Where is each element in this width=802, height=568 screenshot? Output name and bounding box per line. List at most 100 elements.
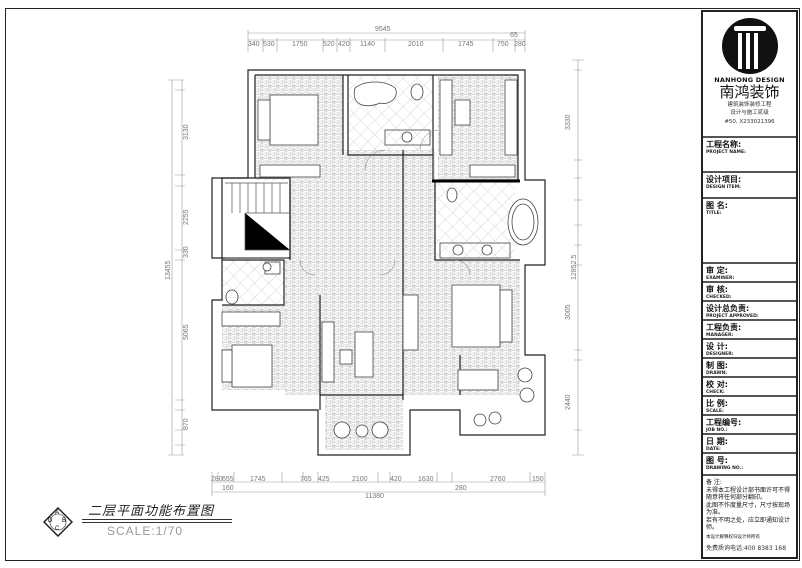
field-label: 制 图: [706,361,728,370]
bathtub-icon [353,81,397,107]
marker-d: D [48,518,53,524]
floor-plan: 9545 65 340 530 1750 520 420 1140 2010 1… [165,26,584,500]
field-scale: 比 例:SCALE: [703,397,796,416]
qualification: 设计与施工贰级 [730,110,769,116]
svg-text:750: 750 [497,41,509,48]
svg-text:65: 65 [510,32,518,39]
field-design-item: 设计项目:DESIGN ITEM: [703,173,796,199]
field-label: 审 核: [706,285,728,294]
field-label-en: JOB NO.: [706,428,728,433]
svg-text:3130: 3130 [183,124,190,140]
notes: 备 注: 未得本工程设计部书面许可不得随意将任何部分翻印。 此图不作度量尺寸，尺… [703,476,796,556]
field-checked: 审 核:CHECKED: [703,283,796,302]
field-manager: 工程负责:MANAGER: [703,321,796,340]
field-label: 工程名称: [706,140,742,149]
svg-text:11380: 11380 [365,493,384,500]
field-label-en: DESIGN ITEM: [706,185,741,190]
field-label-en: DRAWING NO.: [706,466,744,471]
field-label: 校 对: [706,380,728,389]
field-label: 图 号: [706,456,728,465]
bed-master-right [451,284,501,348]
field-check: 校 对:CHECK: [703,378,796,397]
svg-text:765: 765 [300,476,312,483]
license-number: #50, X233021396 [724,119,775,125]
svg-text:2010: 2010 [408,41,424,48]
svg-text:280: 280 [455,485,467,492]
field-label-en: DESIGNER: [706,352,734,357]
field-label: 工程编号: [706,418,742,427]
field-label-en: PROJECT APPROVED: [706,314,759,319]
svg-text:1630: 1630 [418,476,434,483]
svg-text:160: 160 [222,485,234,492]
field-label: 设 计: [706,342,728,351]
svg-text:3005: 3005 [565,304,572,320]
field-label-en: SCALE: [706,409,724,414]
drawing-scale: SCALE:1/70 [107,524,184,538]
field-date: 日 期:DATE: [703,435,796,454]
bed-master-top [269,94,319,146]
index-marker: A B C D [42,506,74,538]
svg-text:1745: 1745 [458,41,474,48]
field-label: 设计总负责: [706,304,750,313]
title-block: NANHONG DESIGN 南鸿装饰 建筑装饰装修工程 设计与施工贰级 #50… [701,10,798,559]
field-label: 比 例: [706,399,728,408]
field-project-name: 工程名称:PROJECT NAME: [703,138,796,173]
note: 未得本工程设计部书面许可不得随意将任何部分翻印。 [706,486,791,502]
notes-label: 备 注: [706,479,722,486]
field-examiner: 审 定:EXAMINER: [703,264,796,283]
svg-text:280: 280 [514,41,526,48]
furniture [221,79,539,439]
sofa [457,369,499,391]
field-label: 图 名: [706,201,728,210]
field-drawing-no: 图 号:DRAWING NO.: [703,454,796,476]
bed-bottom-left [231,344,273,388]
svg-text:12852.5: 12852.5 [571,255,578,280]
svg-text:280: 280 [211,476,223,483]
title-underline [82,519,232,520]
dimension-lines [168,30,584,496]
note-small: 本设计解释权归设计师所有 [706,534,760,540]
svg-text:340: 340 [248,41,260,48]
svg-text:2100: 2100 [352,476,368,483]
svg-text:150: 150 [532,476,544,483]
svg-text:13455: 13455 [165,260,172,280]
marker-c: C [55,526,60,532]
svg-text:530: 530 [263,41,275,48]
field-label-en: CHECKED: [706,295,732,300]
svg-text:1745: 1745 [250,476,266,483]
svg-text:5065: 5065 [183,324,190,340]
field-label: 审 定: [706,266,728,275]
svg-text:655: 655 [222,476,234,483]
field-label-en: DRAWN: [706,371,728,376]
field-title: 图 名:TITLE: [703,199,796,264]
marker-a: A [55,510,60,516]
svg-text:870: 870 [183,418,190,430]
svg-text:1140: 1140 [360,41,375,48]
field-project-approved: 设计总负责:PROJECT APPROVED: [703,302,796,321]
svg-text:2440: 2440 [565,394,572,410]
dimension-labels: 9545 65 340 530 1750 520 420 1140 2010 1… [165,26,578,500]
qualification: 建筑装饰装修工程 [727,102,772,108]
field-label: 设计项目: [706,175,742,184]
svg-text:1750: 1750 [292,41,308,48]
field-label: 工程负责: [706,323,742,332]
field-drawn: 制 图:DRAWN: [703,359,796,378]
svg-text:3330: 3330 [565,114,572,130]
title-underline [82,522,232,523]
svg-text:2255: 2255 [183,209,190,225]
drawing-title: 二层平面功能布置图 [88,504,215,519]
drawing-frame [5,8,800,561]
marker-b: B [62,518,67,524]
field-label: 日 期: [706,437,728,446]
field-job-no: 工程编号:JOB NO.: [703,416,796,435]
field-label-en: TITLE: [706,211,722,216]
field-designer: 设 计:DESIGNER: [703,340,796,359]
brand-cn: 南鸿装饰 [719,83,780,101]
svg-text:9545: 9545 [375,26,391,33]
svg-text:2760: 2760 [490,476,506,483]
toilet-icon [410,83,424,101]
svg-text:330: 330 [183,246,190,258]
note: 若有不明之处，应立即通知设计师。 [706,516,791,532]
svg-text:520: 520 [323,41,335,48]
svg-text:420: 420 [390,476,402,483]
